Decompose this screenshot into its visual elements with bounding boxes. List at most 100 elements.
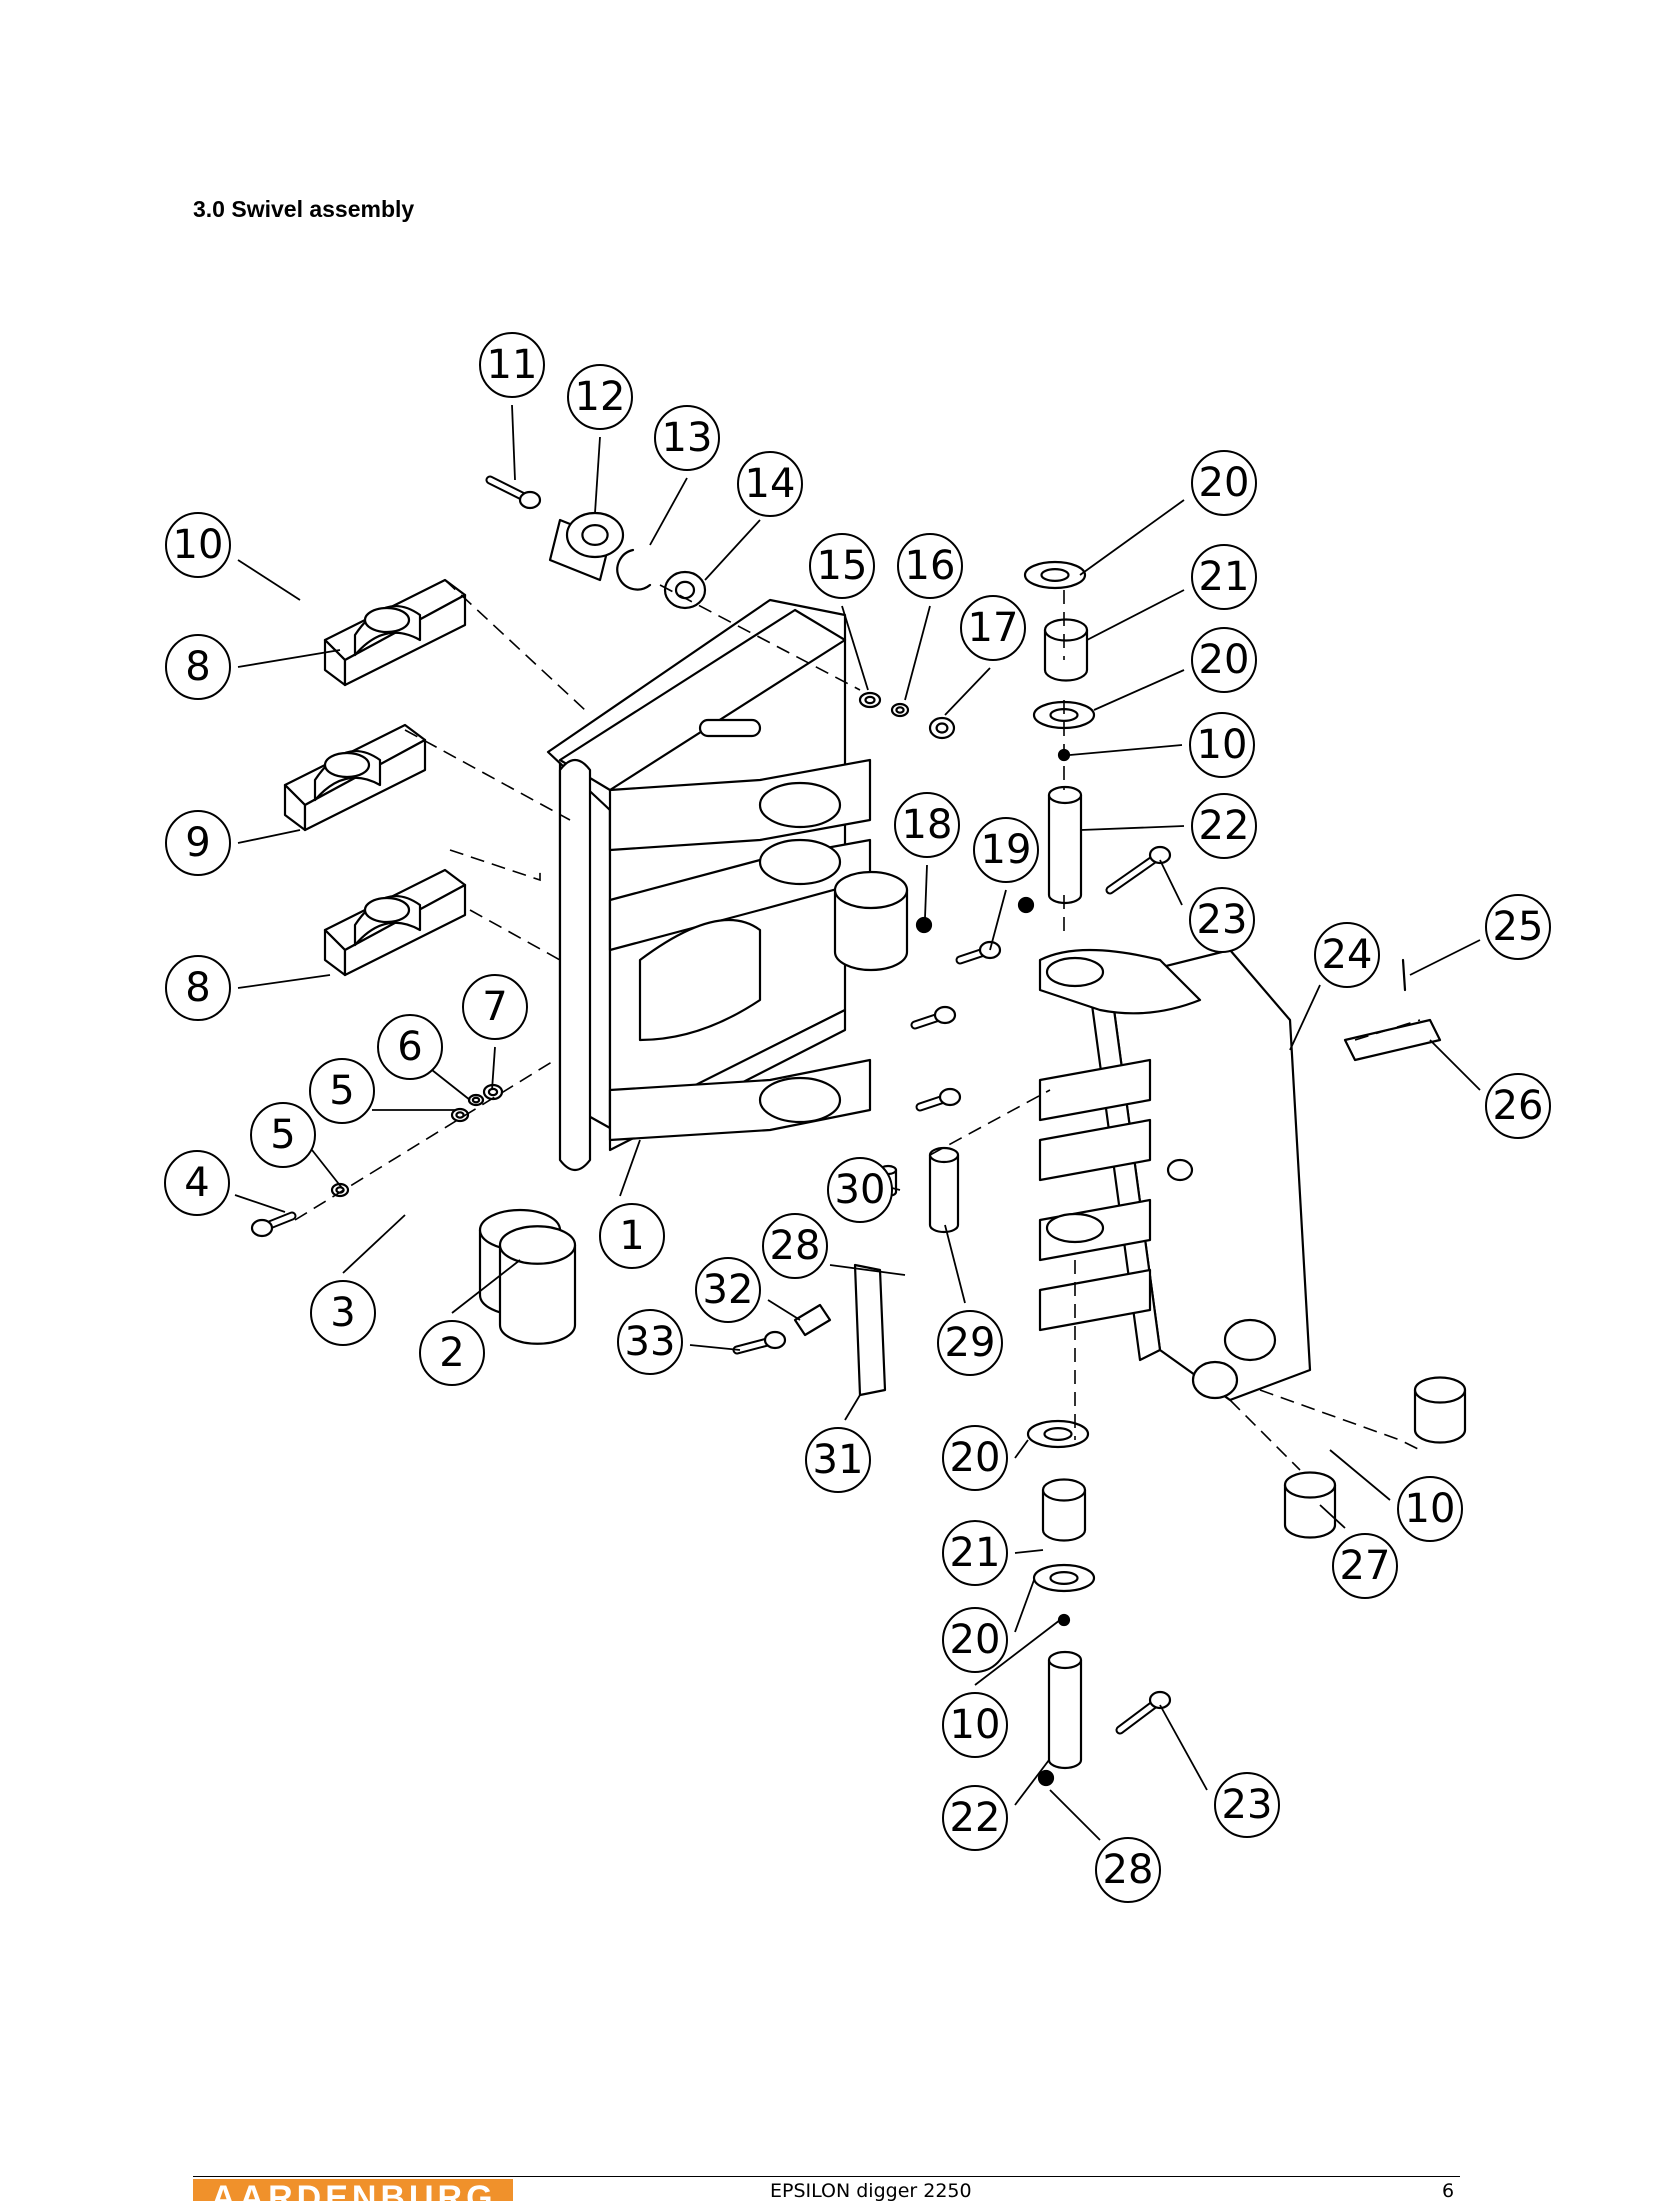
callout-bubble (479, 332, 545, 398)
callout-20: 20 (1191, 627, 1257, 693)
callout-16: 16 (897, 533, 963, 599)
callout-12: 12 (567, 364, 633, 430)
callout-number: 10 (1405, 1486, 1456, 1532)
frame-upper-hole (758, 781, 842, 829)
callout-bubble (164, 1150, 230, 1216)
pin-22-bottom (1047, 1650, 1083, 1770)
washer-20-bottom (1032, 1563, 1096, 1593)
dashed-line (1354, 1019, 1421, 1041)
callout-number: 8 (185, 644, 210, 690)
dashed-line (1229, 1399, 1301, 1471)
leader-line-10 (1069, 744, 1183, 756)
callout-bubble (942, 1607, 1008, 1673)
hinge-ear-2 (1038, 1058, 1152, 1122)
callout-number: 10 (173, 522, 224, 568)
callout-bubble (462, 974, 528, 1040)
leader-line-20 (1014, 1439, 1029, 1459)
leader-line-23 (1159, 1704, 1208, 1791)
bolt-19 (955, 940, 1002, 965)
hinge-side-hole (1166, 1158, 1194, 1182)
leader-line-7 (491, 1046, 496, 1091)
bolt-23-bottom (1115, 1690, 1172, 1735)
leader-line-22 (1014, 1759, 1050, 1806)
callout-bubble (1485, 1073, 1551, 1139)
callout-bubble (1332, 1533, 1398, 1599)
callout-number: 20 (950, 1617, 1001, 1663)
leader-line-17 (944, 667, 991, 716)
leader-line-31 (844, 1394, 861, 1421)
callout-8: 8 (165, 634, 231, 700)
callout-bubble (309, 1058, 375, 1124)
callout-number: 8 (185, 965, 210, 1011)
callout-number: 15 (817, 543, 868, 589)
callout-number: 25 (1493, 904, 1544, 950)
leader-line-3 (342, 1214, 406, 1274)
callout-6: 6 (377, 1014, 443, 1080)
footer-document-name: EPSILON digger 2250 (770, 2180, 972, 2202)
callout-20: 20 (942, 1425, 1008, 1491)
bracket-upper-part (323, 578, 467, 687)
hinge-ear-5 (1038, 1268, 1152, 1332)
leader-line-9 (237, 829, 301, 844)
callout-number: 28 (1103, 1847, 1154, 1893)
leader-line-1 (619, 1139, 641, 1197)
dashed-line (404, 729, 571, 821)
callout-10: 10 (1397, 1476, 1463, 1542)
dashed-line (444, 579, 586, 711)
callout-1: 1 (599, 1203, 665, 1269)
callout-bubble (942, 1520, 1008, 1586)
callout-number: 18 (902, 802, 953, 848)
frame-slot (698, 718, 762, 738)
callout-bubble (654, 405, 720, 471)
callout-14: 14 (737, 451, 803, 517)
callout-number: 12 (575, 374, 626, 420)
hinge-mid-hole (1045, 1212, 1105, 1244)
callout-number: 5 (270, 1112, 295, 1158)
callout-13: 13 (654, 405, 720, 471)
leader-line-12 (594, 436, 601, 514)
callout-number: 24 (1322, 932, 1373, 978)
leader-line-33 (689, 1344, 741, 1351)
leader-line-25 (1409, 939, 1481, 976)
spring-32 (793, 1303, 832, 1337)
callout-17: 17 (960, 595, 1026, 661)
callout-15: 15 (809, 533, 875, 599)
dashed-line (1259, 1389, 1421, 1451)
callout-bubble (973, 817, 1039, 883)
callout-bubble (805, 1427, 871, 1493)
callout-number: 28 (770, 1223, 821, 1269)
callout-number: 14 (745, 461, 796, 507)
callout-bubble (1485, 894, 1551, 960)
callout-bubble (1189, 712, 1255, 778)
shaft-11 (485, 475, 542, 510)
circlip-13 (616, 548, 652, 591)
washer-20-top (1023, 560, 1087, 590)
callout-21: 21 (942, 1520, 1008, 1586)
footer-page-number: 6 (1442, 2180, 1455, 2202)
hinge-boss (1223, 1318, 1277, 1362)
callout-number: 2 (439, 1330, 464, 1376)
callout-33: 33 (617, 1309, 683, 1375)
callout-24: 24 (1314, 922, 1380, 988)
leader-line-21 (1014, 1549, 1044, 1554)
callout-4: 4 (164, 1150, 230, 1216)
callout-number: 17 (968, 605, 1019, 651)
leader-line-22 (1080, 825, 1185, 831)
callout-number: 16 (905, 543, 956, 589)
callout-bubble (1191, 450, 1257, 516)
callout-bubble (419, 1320, 485, 1386)
bracket-middle-part (283, 723, 427, 832)
dashed-line (294, 1059, 556, 1221)
callout-number: 30 (835, 1167, 886, 1213)
callout-8: 8 (165, 955, 231, 1021)
callout-10: 10 (942, 1692, 1008, 1758)
leader-line-10 (237, 559, 301, 601)
leader-line-14 (704, 519, 761, 581)
leader-line-13 (649, 477, 688, 546)
callout-bubble (1314, 922, 1380, 988)
nut-28-bottom (1037, 1769, 1055, 1787)
leader-line-29 (944, 1224, 966, 1304)
bushing-2 (498, 1225, 577, 1345)
callout-bubble (894, 792, 960, 858)
callout-number: 20 (1199, 637, 1250, 683)
